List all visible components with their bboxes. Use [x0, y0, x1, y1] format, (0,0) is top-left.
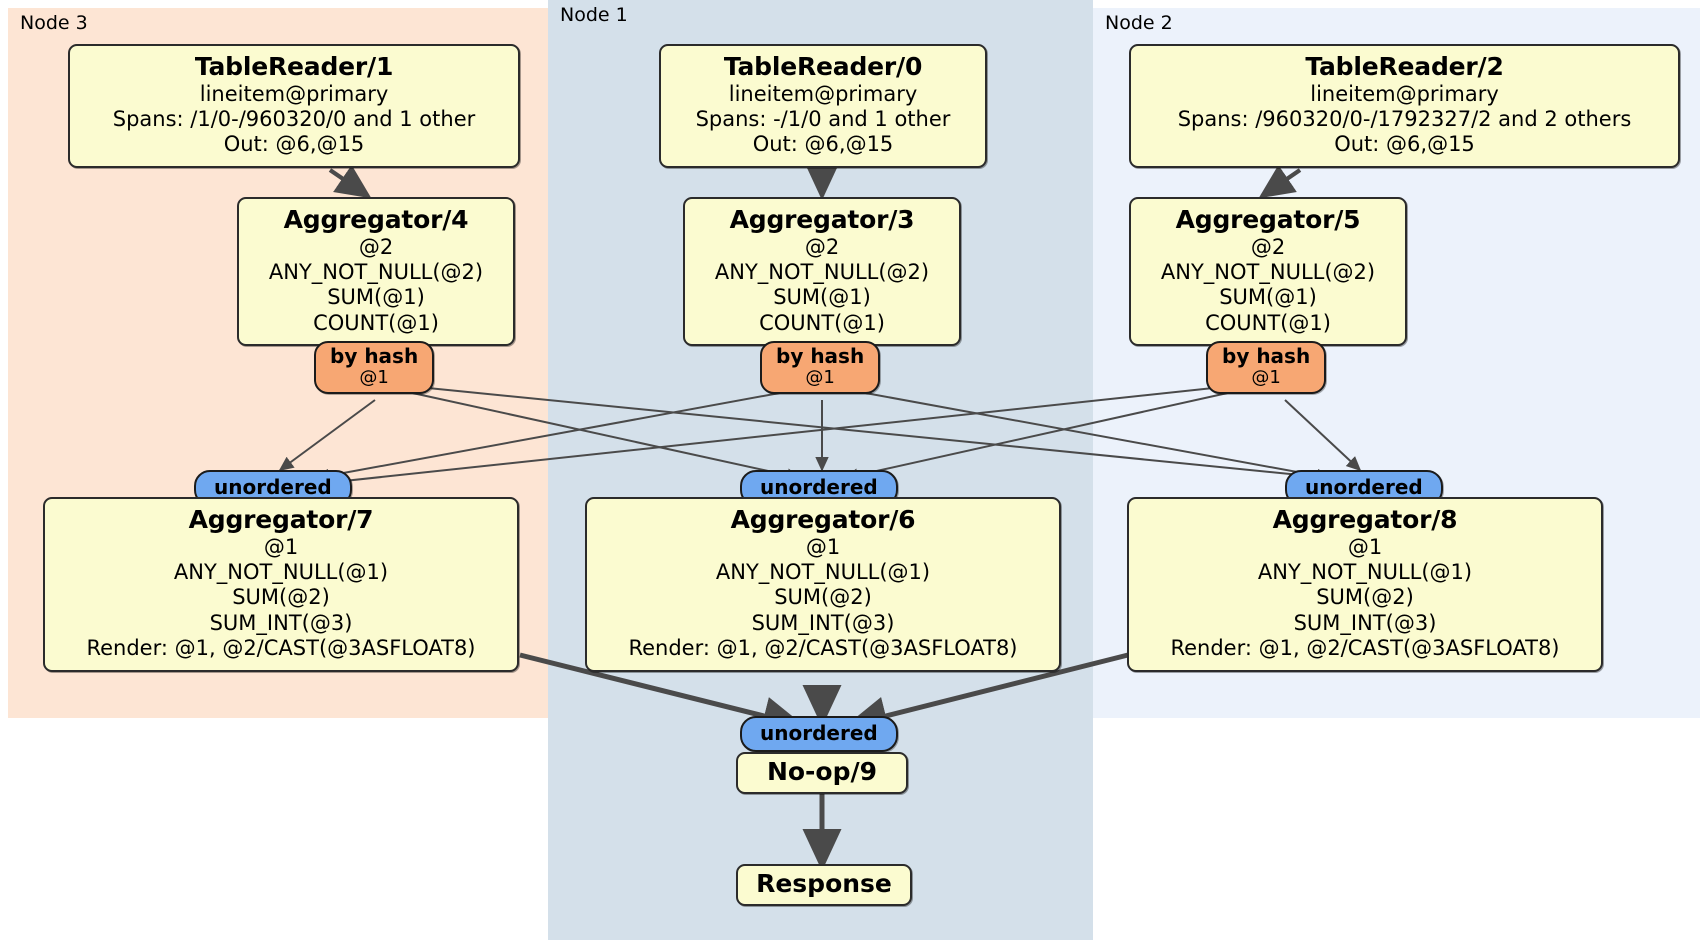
node-aggregator-6[interactable]: Aggregator/6 @1 ANY_NOT_NULL(@1) SUM(@2)… [585, 497, 1061, 672]
node-tablereader-2[interactable]: TableReader/2 lineitem@primary Spans: /9… [1129, 44, 1680, 168]
node-detail-line: lineitem@primary [1310, 81, 1499, 106]
output-router-by-hash-3[interactable]: by hash @1 [760, 341, 881, 394]
node-detail-line: lineitem@primary [728, 81, 918, 106]
input-sync-unordered-final[interactable]: unordered [740, 716, 898, 752]
node-title: Response [756, 869, 892, 898]
node-detail-line: Spans: /1/0-/960320/0 and 1 other [112, 106, 476, 131]
node-detail-line: SUM(@2) [232, 585, 330, 610]
router-column: @1 [1251, 367, 1281, 388]
node-detail-line: @1 [1347, 534, 1383, 559]
router-column: @1 [359, 367, 389, 388]
node-panel-label: Node 2 [1105, 12, 1173, 34]
node-detail-line: SUM(@1) [1219, 285, 1317, 310]
node-title: Aggregator/3 [729, 205, 915, 234]
node-title: Aggregator/4 [283, 205, 469, 234]
sync-label: unordered [214, 475, 332, 499]
node-detail-line: SUM_INT(@3) [209, 610, 353, 635]
node-detail-line: @1 [263, 534, 299, 559]
node-detail-line: ANY_NOT_NULL(@2) [1160, 259, 1376, 284]
node-detail-line: lineitem@primary [199, 81, 389, 106]
node-title: TableReader/1 [194, 52, 394, 81]
router-label: by hash [1222, 344, 1311, 368]
node-render-line: Render: @1, @2/CAST(@3ASFLOAT8) [86, 636, 476, 661]
node-detail-line: Out: @6,@15 [223, 132, 365, 157]
node-detail-line: @2 [804, 234, 840, 259]
node-tablereader-1[interactable]: TableReader/1 lineitem@primary Spans: /1… [68, 44, 520, 168]
node-detail-line: ANY_NOT_NULL(@2) [268, 259, 484, 284]
sync-label: unordered [760, 721, 878, 745]
output-router-by-hash-4[interactable]: by hash @1 [314, 341, 435, 394]
node-title: Aggregator/6 [730, 505, 916, 534]
node-detail-line: SUM(@2) [1316, 585, 1414, 610]
node-panel-label: Node 1 [560, 4, 628, 26]
router-label: by hash [330, 344, 419, 368]
router-label: by hash [776, 344, 865, 368]
node-aggregator-8[interactable]: Aggregator/8 @1 ANY_NOT_NULL(@1) SUM(@2)… [1127, 497, 1603, 672]
node-detail-line: @2 [358, 234, 394, 259]
sync-label: unordered [760, 475, 878, 499]
node-aggregator-5[interactable]: Aggregator/5 @2 ANY_NOT_NULL(@2) SUM(@1)… [1129, 197, 1407, 347]
node-panel-label: Node 3 [20, 12, 88, 34]
node-detail-line: COUNT(@1) [1205, 310, 1331, 335]
node-detail-line: COUNT(@1) [313, 310, 439, 335]
node-no-op-9[interactable]: No-op/9 [736, 752, 908, 794]
node-detail-line: SUM_INT(@3) [751, 610, 895, 635]
node-title: Aggregator/8 [1272, 505, 1458, 534]
node-aggregator-7[interactable]: Aggregator/7 @1 ANY_NOT_NULL(@1) SUM(@2)… [43, 497, 519, 672]
node-tablereader-0[interactable]: TableReader/0 lineitem@primary Spans: -/… [659, 44, 987, 168]
node-detail-line: SUM_INT(@3) [1293, 610, 1437, 635]
router-column: @1 [805, 367, 835, 388]
node-detail-line: Spans: /960320/0-/1792327/2 and 2 others [1177, 106, 1632, 131]
node-detail-line: ANY_NOT_NULL(@1) [715, 559, 931, 584]
node-detail-line: ANY_NOT_NULL(@2) [714, 259, 930, 284]
node-detail-line: Out: @6,@15 [752, 132, 894, 157]
node-detail-line: SUM(@2) [774, 585, 872, 610]
node-title: TableReader/0 [723, 52, 923, 81]
node-detail-line: SUM(@1) [773, 285, 871, 310]
node-detail-line: ANY_NOT_NULL(@1) [1257, 559, 1473, 584]
node-detail-line: SUM(@1) [327, 285, 425, 310]
node-detail-line: @2 [1250, 234, 1286, 259]
node-render-line: Render: @1, @2/CAST(@3ASFLOAT8) [1170, 636, 1560, 661]
node-detail-line: Spans: -/1/0 and 1 other [695, 106, 951, 131]
node-title: Aggregator/5 [1175, 205, 1361, 234]
output-router-by-hash-5[interactable]: by hash @1 [1206, 341, 1327, 394]
node-aggregator-4[interactable]: Aggregator/4 @2 ANY_NOT_NULL(@2) SUM(@1)… [237, 197, 515, 347]
node-detail-line: @1 [805, 534, 841, 559]
node-title: No-op/9 [766, 757, 878, 786]
node-detail-line: Out: @6,@15 [1334, 132, 1475, 157]
sync-label: unordered [1305, 475, 1423, 499]
node-detail-line: ANY_NOT_NULL(@1) [173, 559, 389, 584]
node-render-line: Render: @1, @2/CAST(@3ASFLOAT8) [628, 636, 1018, 661]
node-detail-line: COUNT(@1) [759, 310, 885, 335]
node-title: Aggregator/7 [188, 505, 374, 534]
node-title: TableReader/2 [1305, 52, 1504, 81]
node-response[interactable]: Response [736, 864, 912, 906]
node-aggregator-3[interactable]: Aggregator/3 @2 ANY_NOT_NULL(@2) SUM(@1)… [683, 197, 961, 347]
